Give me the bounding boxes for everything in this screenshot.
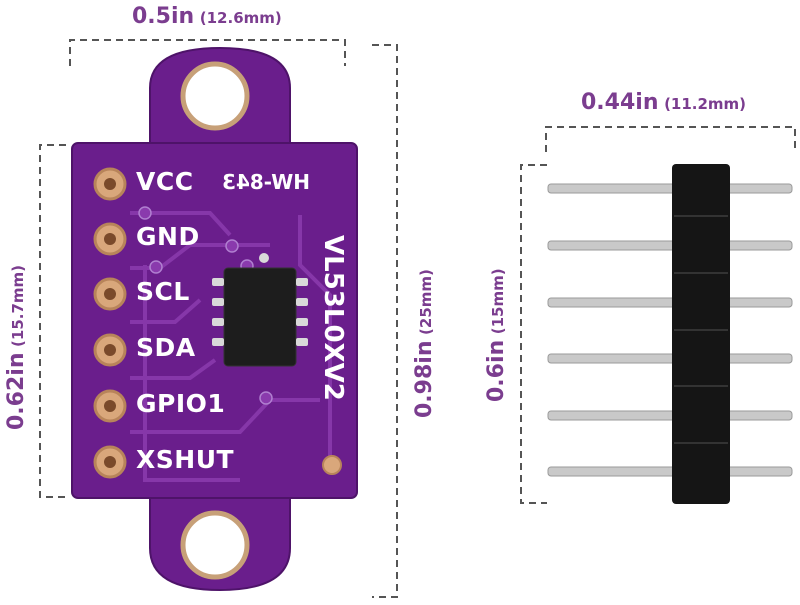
header-height-imperial: 0.6in [484, 339, 509, 402]
board-width-label: 0.5in (12.6mm) [132, 4, 282, 29]
header-width-imperial: 0.44in [581, 90, 659, 115]
board-width-imperial: 0.5in [132, 4, 195, 29]
total-height-imperial: 0.98in [412, 340, 437, 418]
pin-label-gnd: GND [136, 222, 200, 251]
pin-header [547, 164, 793, 504]
header-width-dimension-line [545, 126, 796, 152]
chip-label: VL53L0XV2 [318, 235, 348, 401]
header-height-label: 0.6in (15mm) [484, 268, 509, 402]
header-height-metric: (15mm) [489, 268, 507, 335]
pin-label-scl: SCL [136, 277, 190, 306]
dimension-lines [39, 39, 796, 598]
board-height-dimension-line [39, 144, 66, 498]
header-plastic-body [672, 164, 730, 504]
total-height-dimension-line [372, 44, 398, 598]
header-pins [547, 183, 793, 477]
board-width-metric: (12.6mm) [199, 9, 282, 27]
pin-pads [93, 167, 127, 479]
model-code-label: HW-843 [222, 170, 310, 194]
bottom-mounting-hole [180, 510, 250, 580]
top-mounting-hole [180, 61, 250, 131]
header-height-dimension-line [520, 164, 547, 504]
header-width-metric: (11.2mm) [664, 95, 747, 113]
total-height-metric: (25mm) [417, 269, 435, 335]
sensor-board [71, 46, 358, 592]
board-width-dimension-line [69, 39, 346, 66]
pin-label-xshut: XSHUT [136, 445, 235, 474]
board-height-label: 0.62in (15.7mm) [4, 265, 29, 430]
sensor-chip [212, 253, 308, 367]
pin-label-gpio1: GPIO1 [136, 389, 226, 418]
total-height-label: 0.98in (25mm) [412, 269, 437, 418]
header-width-label: 0.44in (11.2mm) [581, 90, 746, 115]
pin-label-vcc: VCC [136, 167, 194, 196]
board-height-metric: (15.7mm) [9, 264, 27, 347]
board-height-imperial: 0.62in [4, 352, 29, 430]
pin-label-sda: SDA [136, 333, 196, 362]
